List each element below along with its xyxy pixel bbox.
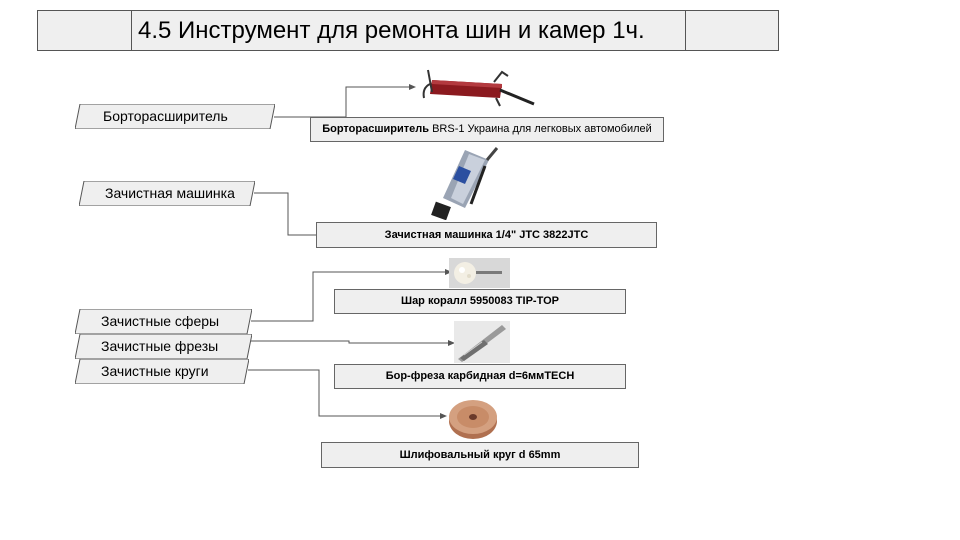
label-wheels-text: Зачистные круги xyxy=(101,363,209,379)
label-cutters: Зачистные фрезы xyxy=(75,334,252,359)
connector-cutters xyxy=(251,340,449,344)
caption-grinding-wheel: Шлифовальный круг d 65mm xyxy=(321,442,639,468)
label-bead-spreader: Борторасширитель xyxy=(75,104,275,129)
header-title-cell xyxy=(131,10,686,51)
carbide-cutter-image xyxy=(454,321,510,363)
caption-grinder: Зачистная машинка 1/4" JTC 3822JTC xyxy=(316,222,657,248)
label-bead-spreader-text: Борторасширитель xyxy=(103,108,228,124)
label-spheres: Зачистные сферы xyxy=(75,309,252,334)
caption-bead-spreader-rest: BRS-1 Украина для легковых автомобилей xyxy=(429,123,652,135)
caption-carbide-cutter: Бор-фреза карбидная d=6ммTECH xyxy=(334,364,626,389)
grinder-image xyxy=(431,147,499,220)
label-spheres-text: Зачистные сферы xyxy=(101,313,220,329)
grinding-wheel-image xyxy=(449,400,497,439)
label-cutters-text: Зачистные фрезы xyxy=(101,338,219,354)
coral-ball-image xyxy=(449,258,510,288)
caption-coral-ball: Шар коралл 5950083 TIP-TOP xyxy=(334,289,626,314)
label-wheels: Зачистные круги xyxy=(75,359,249,384)
label-grinder: Зачистная машинка xyxy=(79,181,255,206)
connector-spheres xyxy=(251,271,446,322)
page-title: 4.5 Инструмент для ремонта шин и камер 1… xyxy=(138,17,645,44)
connector-grinder xyxy=(254,192,316,236)
header-right-cell xyxy=(685,10,779,51)
bead-spreader-image xyxy=(422,69,535,107)
label-grinder-text: Зачистная машинка xyxy=(105,185,235,201)
caption-bead-spreader: Борторасширитель BRS-1 Украина для легко… xyxy=(310,117,664,142)
header-left-cell xyxy=(37,10,132,51)
connector-wheels xyxy=(248,369,441,417)
caption-bead-spreader-bold: Борторасширитель xyxy=(322,123,430,135)
connector-bead-spreader xyxy=(274,86,410,118)
